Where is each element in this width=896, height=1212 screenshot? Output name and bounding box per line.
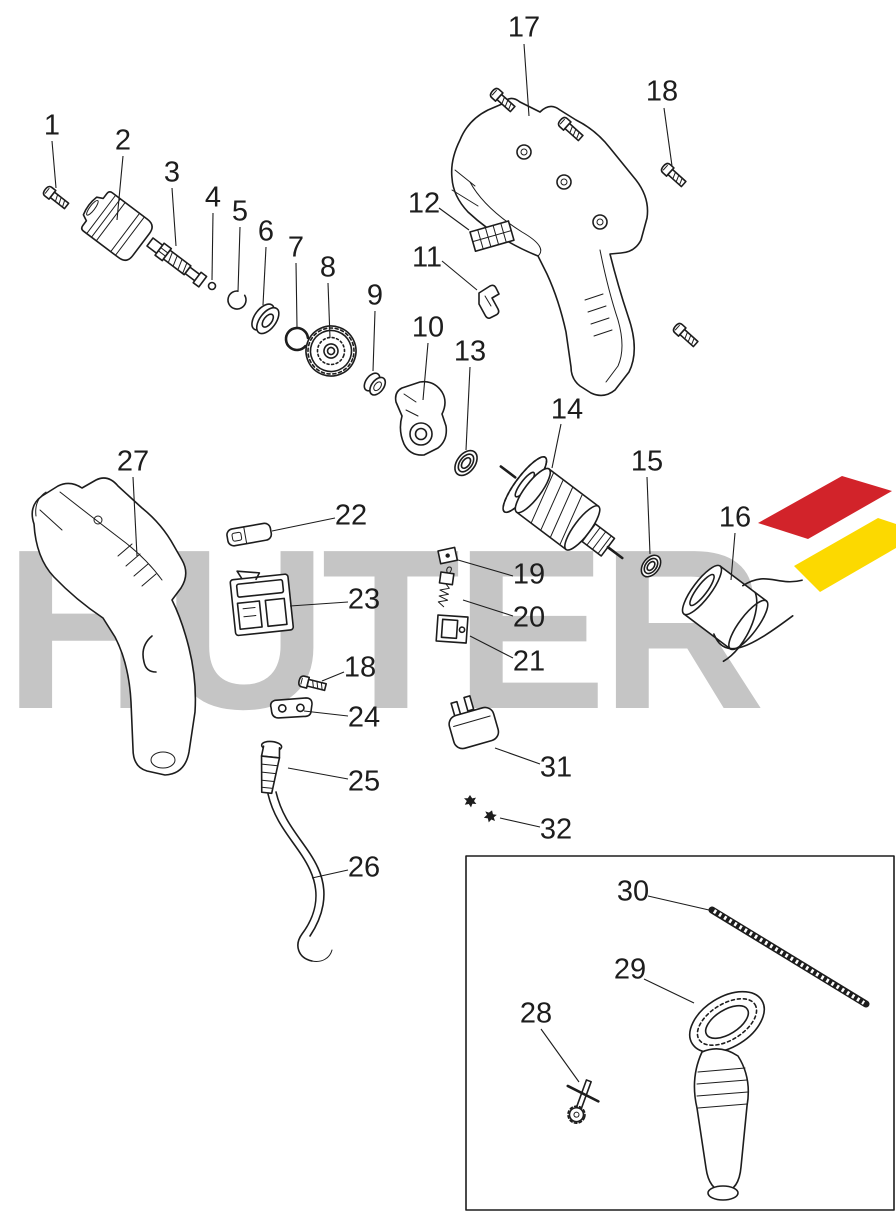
part-5-circlip [227, 290, 247, 310]
leader-line-10 [422, 342, 429, 401]
leader-line-2 [116, 155, 124, 221]
leader-line-1 [51, 140, 57, 189]
part-21-brush-holder [435, 614, 469, 644]
part-26-power-cord [267, 791, 333, 962]
part-23-switch [229, 570, 295, 637]
logo-yellow-shape [794, 518, 896, 592]
leader-line-17 [523, 43, 530, 117]
leader-line-14 [551, 423, 562, 469]
leader-line-6 [262, 246, 267, 306]
leader-line-28 [540, 1028, 580, 1083]
leader-line-20 [462, 599, 514, 617]
leader-line-18 [321, 671, 345, 682]
logo-red-shape [758, 476, 892, 539]
part-30-depth-rod [708, 906, 870, 1008]
part-7-retaining-ring [284, 326, 310, 352]
part-10-bearing-bracket [394, 380, 448, 456]
leader-line-3 [171, 187, 177, 247]
part-6-bearing [251, 303, 280, 335]
part-12-brush-plate [469, 220, 515, 253]
part-15-bearing [640, 554, 662, 578]
leader-line-22 [271, 517, 336, 532]
leader-line-9 [372, 310, 376, 372]
leader-line-30 [647, 895, 710, 911]
leader-line-25 [287, 767, 349, 780]
part-2-chuck [80, 191, 153, 262]
part-17-housing [450, 97, 649, 397]
leader-line-21 [469, 635, 514, 659]
leader-line-26 [311, 869, 349, 879]
part-29-side-handle [688, 990, 766, 1201]
part-16-stator [681, 564, 803, 663]
leader-line-15 [646, 476, 651, 555]
leader-line-29 [643, 978, 695, 1004]
part-4-ball [207, 281, 217, 291]
inset-box [465, 855, 895, 1211]
leader-line-18 [663, 107, 673, 167]
part-27-drill-body [31, 477, 197, 776]
part-25-cord-grommet [260, 740, 283, 795]
leader-line-24 [303, 710, 349, 717]
leader-line-7 [295, 262, 298, 328]
part-28-chuck-key [566, 1079, 600, 1124]
leader-line-16 [730, 532, 736, 581]
part-3-spindle [146, 237, 208, 288]
leader-line-4 [211, 212, 214, 281]
part-8-gear [305, 325, 357, 377]
leader-line-12 [438, 207, 470, 231]
part-20-brush-spring [437, 566, 455, 608]
part-9-bushing [363, 372, 387, 396]
leader-line-11 [441, 260, 478, 291]
part-31-capacitor [448, 695, 500, 750]
leader-line-23 [289, 601, 349, 607]
leader-line-8 [327, 282, 331, 339]
part-14-armature [499, 456, 624, 560]
leader-line-31 [494, 747, 541, 765]
leader-line-32 [499, 817, 541, 828]
part-13-bearing [454, 449, 478, 477]
leader-line-5 [237, 226, 241, 293]
leader-line-19 [457, 559, 514, 577]
part-22-selector-button [226, 522, 273, 547]
leader-line-13 [465, 366, 471, 451]
part-11-clip [478, 284, 500, 319]
part-19-washer [437, 546, 459, 565]
leader-line-27 [132, 476, 138, 557]
